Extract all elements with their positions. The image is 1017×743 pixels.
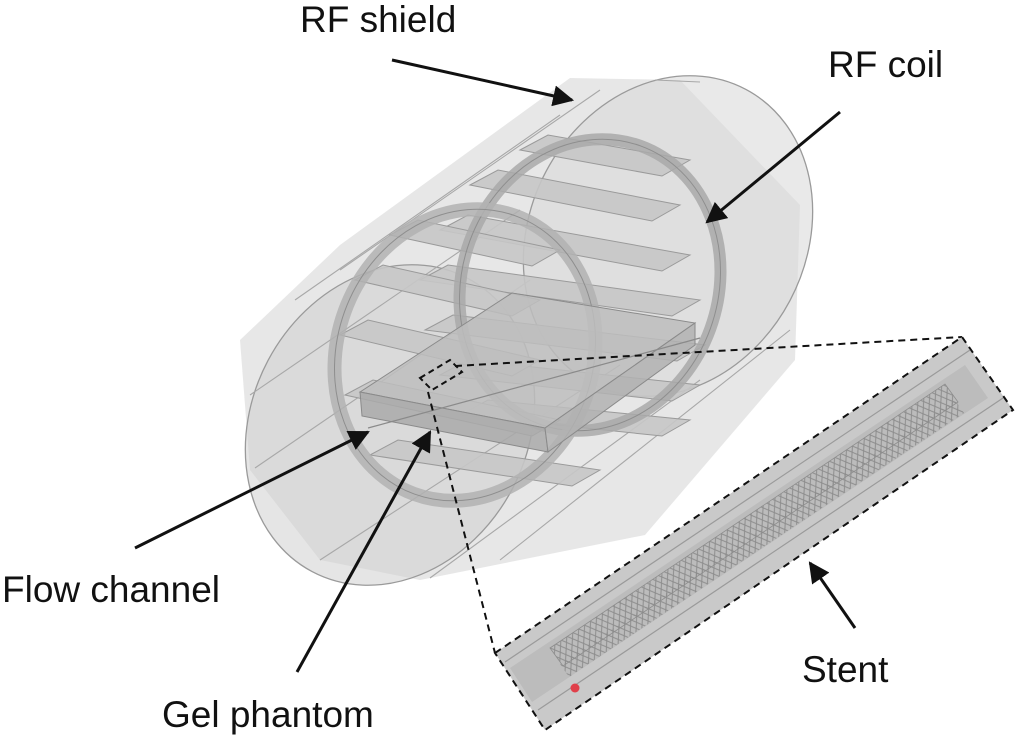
zoom-callout	[418, 336, 963, 654]
stent-inset	[493, 335, 1015, 732]
zoom-guide-bottom	[427, 391, 496, 654]
rf-coil-label: RF coil	[828, 44, 943, 85]
gel-phantom-side	[544, 322, 696, 453]
zoom-source-box	[418, 358, 464, 392]
gel-phantom-label: Gel phantom	[162, 694, 374, 735]
gel-phantom-arrow	[295, 430, 432, 673]
rf-shield-arrow	[391, 58, 575, 107]
stent-label: Stent	[802, 649, 889, 690]
flow-channel-line	[367, 337, 701, 429]
stent-mesh	[549, 383, 959, 667]
rf-shield-label: RF shield	[300, 0, 456, 40]
stent-channel-edge-bottom	[537, 397, 1004, 711]
gel-phantom	[358, 292, 701, 453]
stent-marker	[570, 683, 580, 693]
stent-arrow	[808, 561, 857, 629]
flow-channel-arrow	[134, 430, 370, 550]
stent-channel-edge-top	[504, 349, 971, 663]
annotation-arrows	[134, 58, 857, 673]
rf-coil-arrow	[705, 110, 841, 224]
zoom-guide-top	[454, 336, 963, 367]
stent-mesh-lower	[560, 400, 964, 677]
flow-channel-label: Flow channel	[2, 569, 220, 610]
